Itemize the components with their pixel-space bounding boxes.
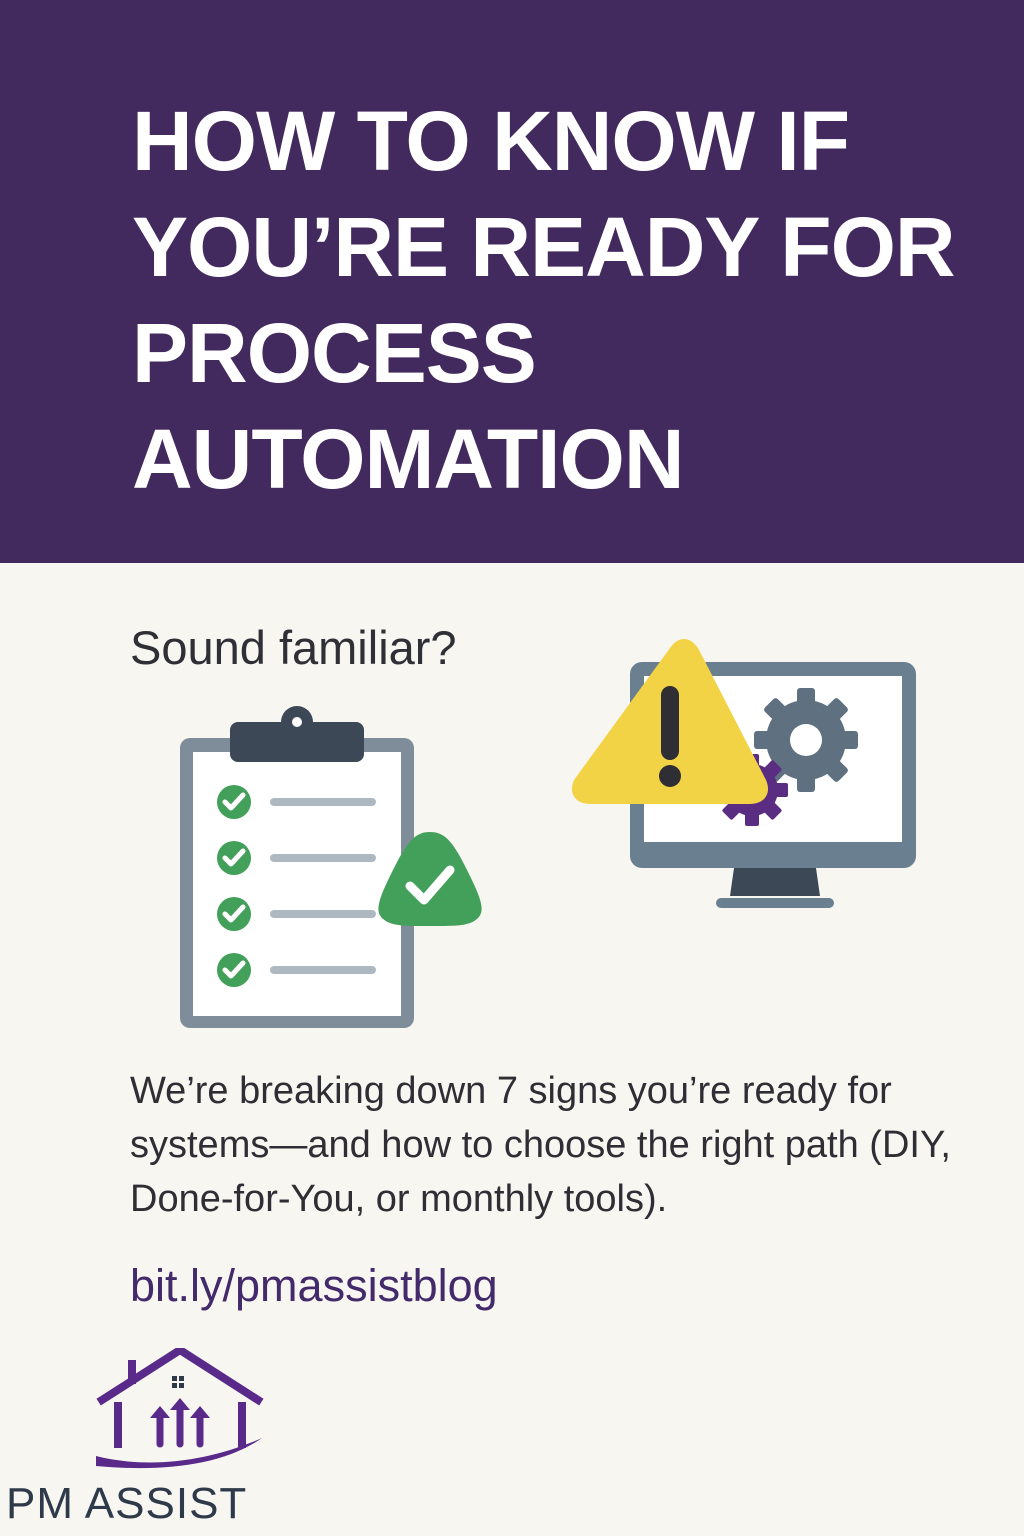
clipboard-checklist-icon	[180, 706, 482, 1028]
header-banner: HOW TO KNOW IF YOU’RE READY FOR PROCESS …	[0, 0, 1024, 563]
check-badge-icon	[378, 832, 482, 926]
checklist-items	[217, 785, 376, 987]
gear-large-icon	[754, 688, 858, 792]
monitor-warning-gears-icon	[571, 639, 916, 908]
blog-link[interactable]: bit.ly/pmassistblog	[130, 1260, 498, 1311]
pm-assist-logo	[62, 1348, 362, 1528]
body-text: We’re breaking down 7 signs you’re ready…	[130, 1070, 951, 1220]
page-title: HOW TO KNOW IF YOU’RE READY FOR PROCESS …	[132, 94, 956, 506]
house-logo-icon	[96, 1348, 264, 1469]
warning-icon	[571, 639, 769, 804]
subheading: Sound familiar?	[130, 621, 457, 674]
logo-text: PM ASSIST	[6, 1479, 248, 1528]
